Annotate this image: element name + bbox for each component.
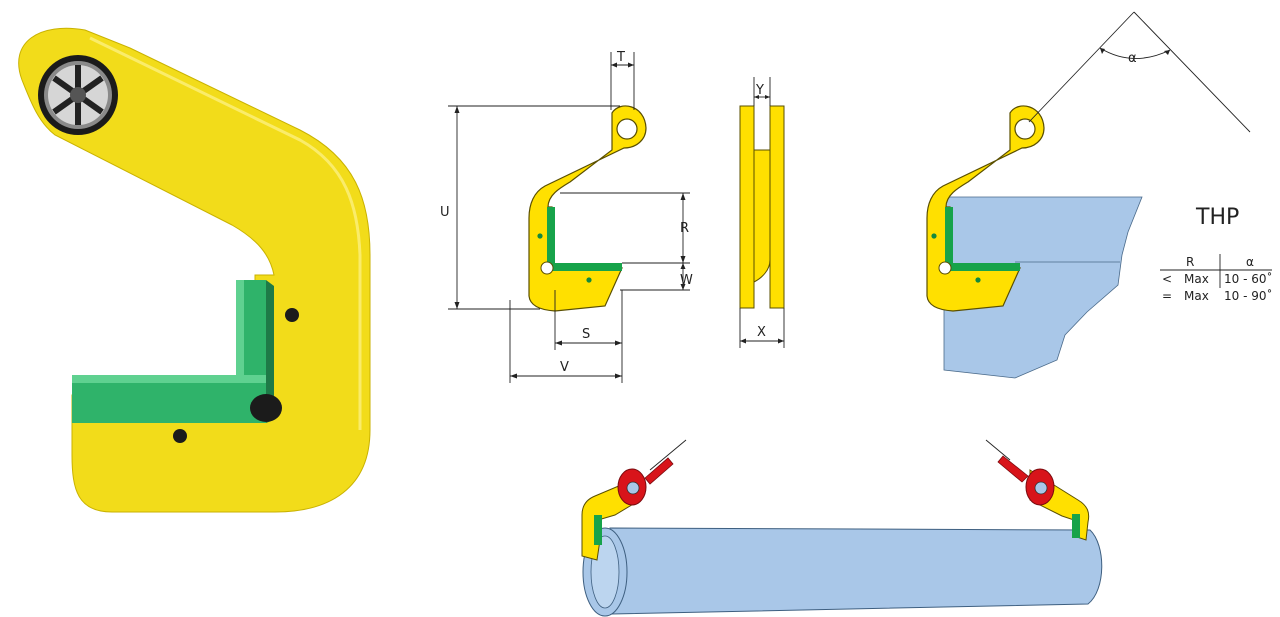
model-table: THP R α < Max 10 - 60˚ = Max 10 - 90˚ bbox=[1160, 205, 1273, 303]
dim-label-x: X bbox=[757, 325, 766, 340]
table-row-1-r: Max bbox=[1184, 272, 1209, 286]
left-pipe-clamp bbox=[581, 457, 674, 561]
front-view: T U R W S V bbox=[440, 50, 693, 383]
dim-label-t: T bbox=[616, 50, 625, 65]
front-lift-eye bbox=[616, 118, 638, 140]
dim-label-u: U bbox=[440, 205, 450, 220]
right-pipe-clamp bbox=[997, 455, 1090, 541]
clamp-photo-body bbox=[18, 27, 371, 513]
photo-hole-top bbox=[285, 308, 299, 322]
side-view: Y X bbox=[739, 77, 785, 348]
pipe-load bbox=[609, 527, 1103, 615]
photo-hole-pivot bbox=[250, 394, 282, 422]
plate-load bbox=[943, 196, 1143, 379]
photo-hole-bottom bbox=[173, 429, 187, 443]
photo-green-pad bbox=[72, 280, 274, 423]
sling-angle bbox=[1028, 11, 1251, 133]
dim-label-s: S bbox=[582, 327, 590, 342]
dim-label-r: R bbox=[680, 221, 689, 236]
bolt-head-icon bbox=[38, 55, 118, 135]
dimension-arrows bbox=[454, 62, 686, 379]
dimension-lines bbox=[448, 52, 690, 383]
angle-label: α bbox=[1128, 51, 1137, 66]
table-header-alpha: α bbox=[1246, 255, 1254, 269]
clamp-photo bbox=[18, 27, 371, 513]
dim-label-w: W bbox=[680, 273, 693, 288]
dim-label-v: V bbox=[560, 360, 569, 375]
table-row-1-alpha: 10 - 60˚ bbox=[1224, 271, 1273, 286]
left-shackle-icon bbox=[617, 457, 674, 506]
table-row-2-alpha: 10 - 90˚ bbox=[1224, 288, 1273, 303]
clamp-on-plate: α bbox=[926, 11, 1251, 379]
pipe-lift bbox=[581, 439, 1103, 617]
table-row-2-r: Max bbox=[1184, 289, 1209, 303]
table-header-r: R bbox=[1186, 255, 1194, 269]
table-row-2-sign: = bbox=[1162, 289, 1172, 303]
table-row-1-sign: < bbox=[1162, 272, 1172, 286]
right-shackle-icon bbox=[997, 455, 1055, 506]
dim-label-y: Y bbox=[755, 83, 764, 98]
model-title: THP bbox=[1195, 205, 1239, 230]
